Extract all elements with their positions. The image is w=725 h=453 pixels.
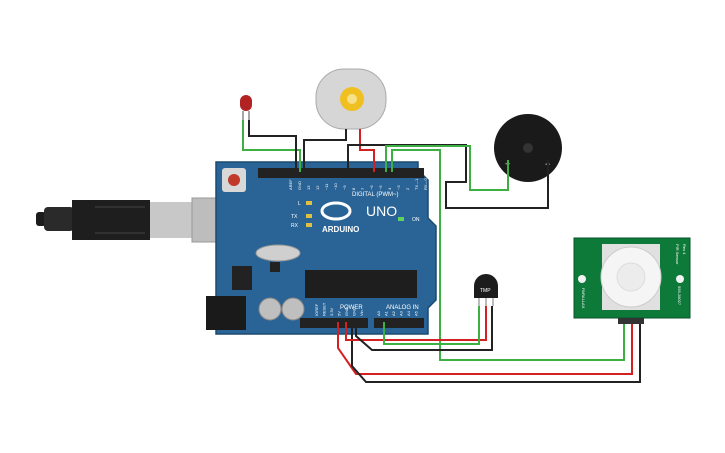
reset-button-cap[interactable]	[228, 174, 240, 186]
analog-pin-label-4: A4	[406, 310, 411, 316]
l-label: L	[298, 201, 301, 207]
power-pin-label-5: GND	[352, 307, 357, 316]
digital-pin-label-14: TX→1	[414, 178, 419, 190]
digital-pin-label-0: AREF	[288, 179, 293, 190]
model-label: UNO	[366, 203, 397, 219]
tmp-power-wire	[345, 306, 487, 341]
analog-label: ANALOG IN	[386, 305, 419, 311]
dc-motor[interactable]	[315, 68, 387, 130]
pir-signal-wire	[391, 149, 625, 361]
red-led[interactable]	[240, 95, 252, 120]
led-black-wire	[248, 120, 297, 172]
pir-ground-wire	[351, 322, 641, 383]
motor-red-wire	[359, 129, 375, 172]
arduino-logo-icon	[320, 201, 352, 221]
capacitor-2	[281, 297, 305, 321]
l-led	[306, 201, 312, 205]
brand-label: ARDUINO	[322, 225, 359, 234]
power-pin-label-1: RESET	[322, 302, 327, 316]
capacitor-1	[258, 297, 282, 321]
crystal	[255, 244, 301, 262]
power-pin-label-2: 3.3V	[329, 307, 334, 316]
analog-pin-label-1: A1	[384, 310, 389, 316]
analog-header[interactable]	[374, 318, 424, 328]
power-label: POWER	[340, 305, 363, 311]
digital-pin-label-10: ~5	[378, 185, 383, 190]
arduino-board[interactable]: ARDUINO UNO DIGITAL (PWM~) POWER ANALOG …	[206, 161, 437, 335]
atmega-chip	[305, 270, 417, 298]
tmp-ground-wire	[355, 306, 493, 351]
pir-text-top: PIR Sensor	[675, 244, 680, 265]
pir-sensor[interactable]: PIR Sensor Rev 4 555-28027 PARALLAX	[573, 237, 691, 324]
digital-header[interactable]	[258, 168, 424, 178]
led-green-wire	[242, 120, 301, 172]
pir-text-side: 555-28027	[677, 286, 682, 306]
analog-pin-label-0: A0	[376, 310, 381, 316]
on-led	[398, 217, 404, 221]
tx-led	[306, 214, 312, 218]
power-header[interactable]	[300, 318, 368, 328]
motor-black-wire	[303, 129, 347, 172]
analog-pin-label-3: A3	[399, 310, 404, 316]
analog-pin-label-2: A2	[391, 310, 396, 316]
power-pin-label-0: IOREF	[314, 303, 319, 316]
buzzer-signal-wire	[385, 145, 509, 191]
digital-pin-label-13: 2	[405, 187, 410, 190]
digital-pin-label-5: ~10	[333, 182, 338, 190]
power-pin-label-3: 5V	[337, 311, 342, 316]
digital-pin-label-3: 12	[315, 185, 320, 190]
digital-label: DIGITAL (PWM~)	[352, 192, 399, 198]
power-jack	[206, 296, 246, 330]
power-pin-label-6: Vin	[359, 310, 364, 316]
analog-pin-label-5: A5	[414, 310, 419, 316]
digital-pin-label-4: ~11	[324, 183, 329, 190]
piezo-buzzer[interactable]: + −	[494, 114, 562, 182]
digital-pin-label-8: 7	[360, 187, 365, 190]
digital-pin-label-9: ~6	[369, 185, 374, 190]
regulator	[232, 266, 252, 290]
power-pin-label-4: GND	[344, 307, 349, 316]
digital-pin-label-1: GND	[297, 181, 302, 190]
pir-text-mid: Rev 4	[682, 244, 687, 255]
tmp-label: TMP	[480, 288, 491, 294]
on-label: ON	[412, 217, 420, 223]
wires	[242, 120, 641, 383]
buzzer-ground-wire	[347, 144, 549, 209]
digital-pin-label-11: 4	[387, 187, 392, 190]
digital-pin-label-6: ~9	[342, 185, 347, 190]
tmp-signal-wire	[383, 306, 480, 345]
rx-label: RX	[291, 223, 299, 229]
rx-led	[306, 223, 312, 227]
digital-pin-label-15: RX←0	[423, 177, 428, 190]
pir-text-left: PARALLAX	[581, 288, 586, 309]
digital-pin-label-12: ~3	[396, 185, 401, 190]
digital-pin-labels: AREF GND 13 12 ~11 ~10 ~9 8 7 ~6 ~5 4 ~3 2 TX→1 RX←0	[288, 177, 428, 190]
pir-power-wire	[337, 322, 633, 375]
tx-label: TX	[291, 214, 298, 220]
digital-pin-label-7: 8	[351, 187, 356, 190]
tmp-sensor[interactable]: TMP	[474, 274, 498, 306]
small-chip	[270, 262, 280, 272]
digital-pin-label-2: 13	[306, 185, 311, 190]
